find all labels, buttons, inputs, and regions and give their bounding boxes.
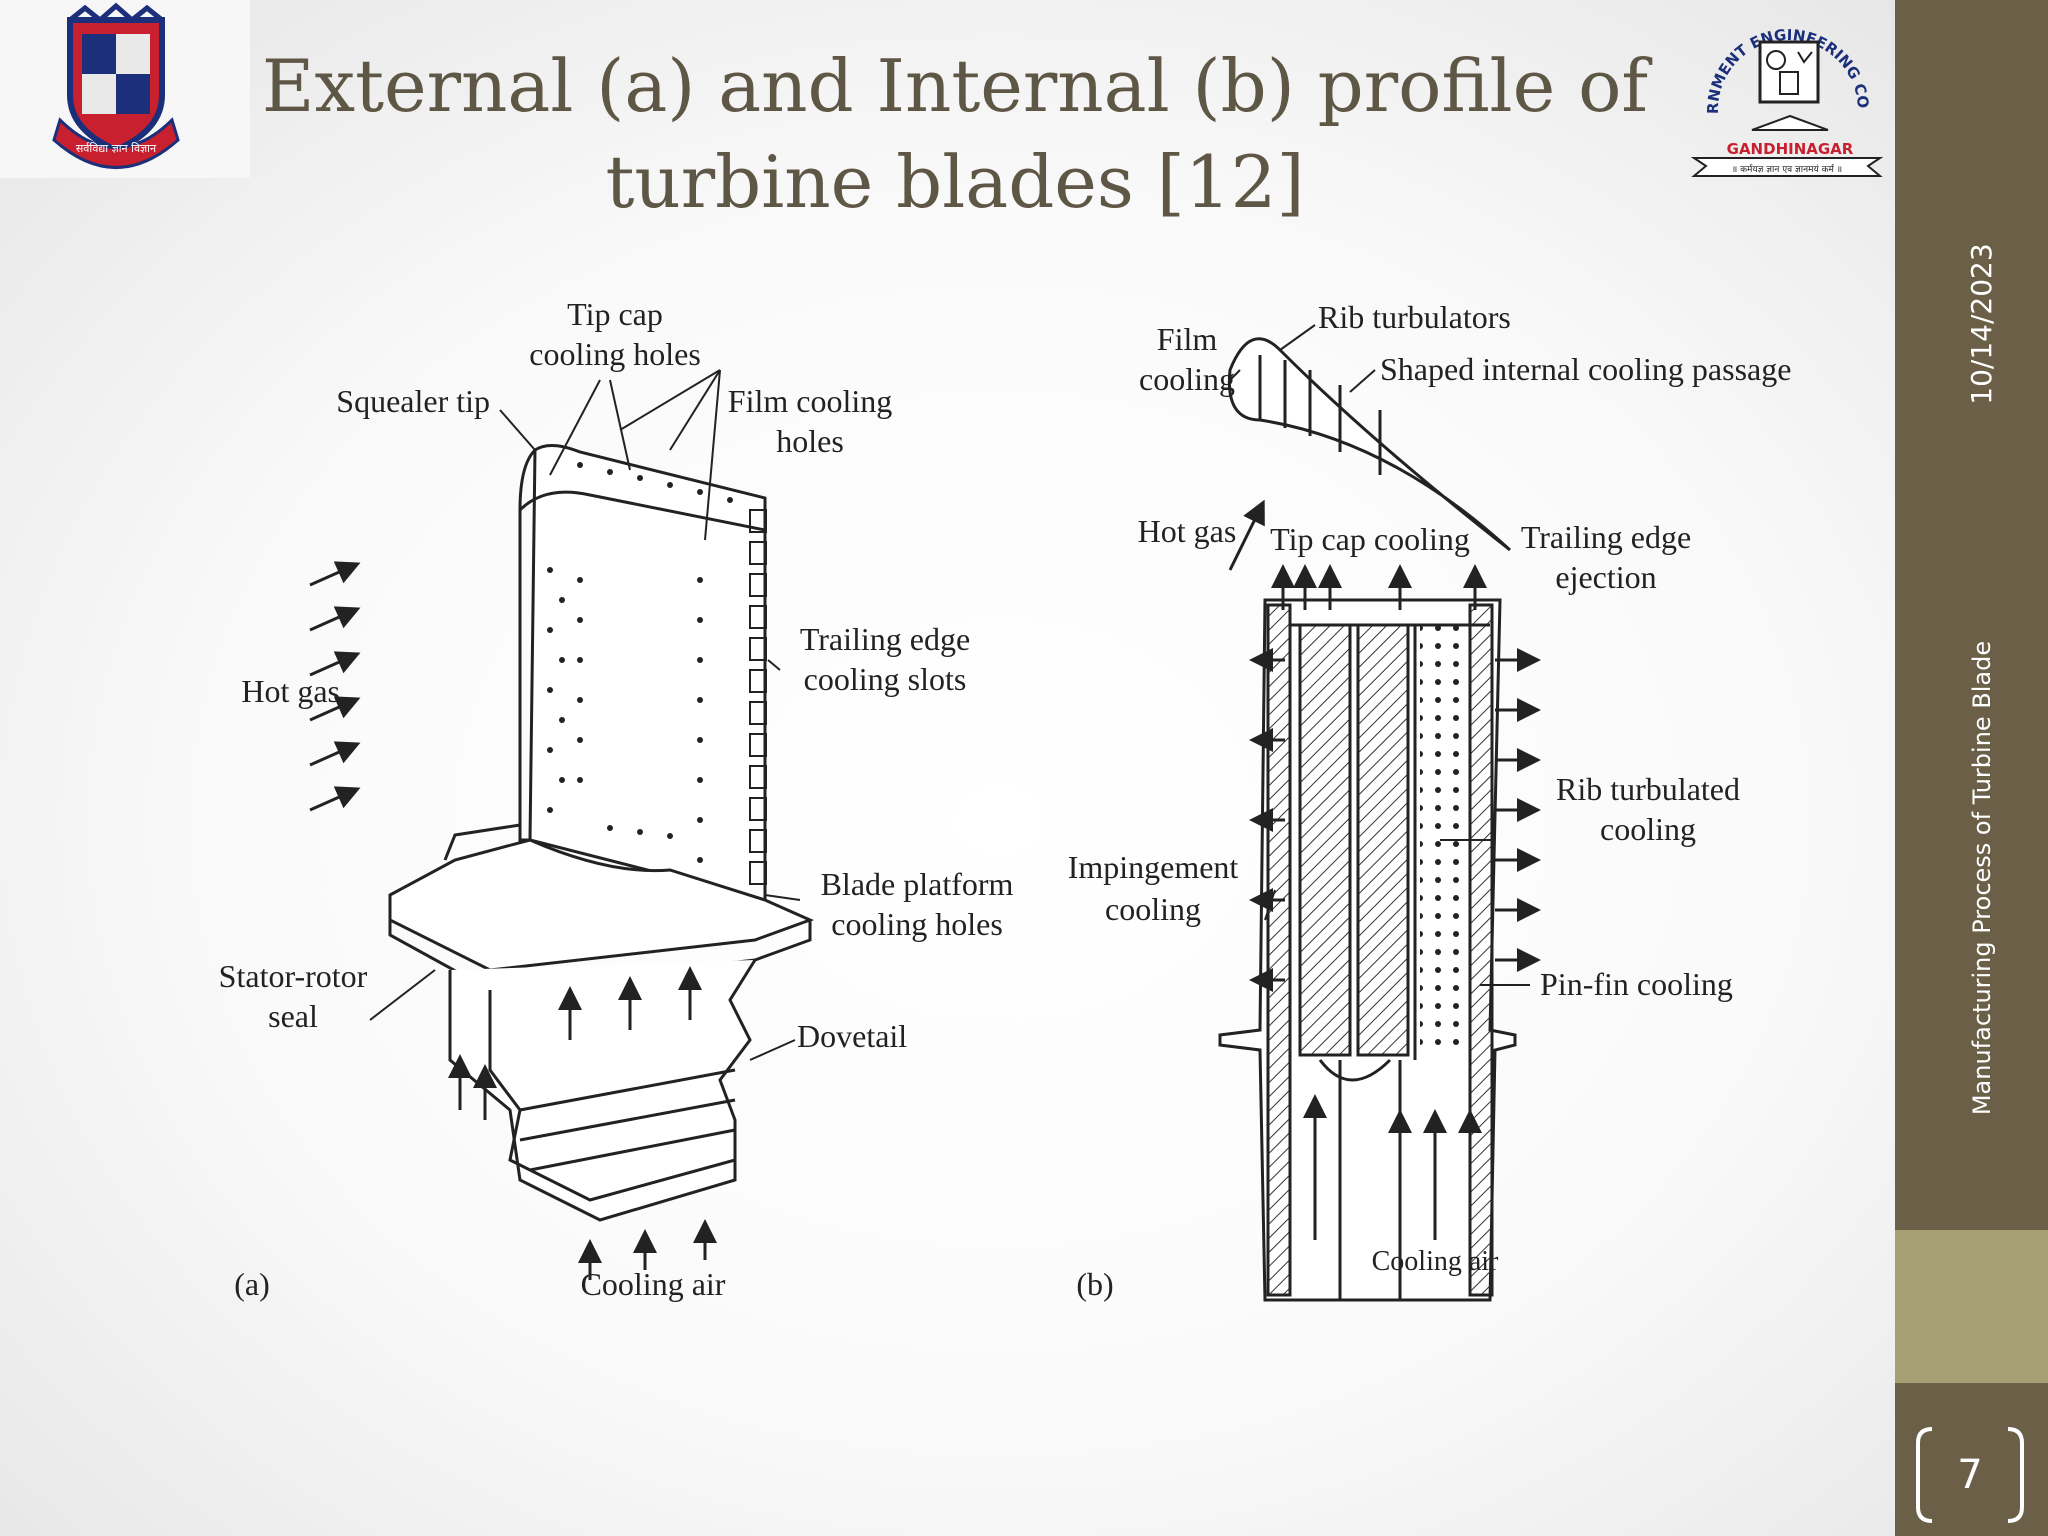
a-tip-cap-label-2: cooling holes	[529, 336, 701, 372]
b-film-cooling-label-1: Film	[1157, 321, 1218, 357]
a-film-cooling-label-2: holes	[776, 423, 844, 459]
b-figure-label: (b)	[1076, 1266, 1113, 1302]
b-rib-turbulated-label-1: Rib turbulated	[1556, 771, 1740, 807]
hot-gas-arrows	[309, 561, 361, 812]
b-cooling-air-label: Cooling air	[1372, 1246, 1499, 1277]
a-platform-label-1: Blade platform	[821, 866, 1014, 902]
b-film-cooling-label-2: cooling	[1139, 361, 1235, 397]
a-trailing-edge-label-2: cooling slots	[804, 661, 967, 697]
b-tip-cap-cooling-label: Tip cap cooling	[1270, 521, 1470, 557]
leader-lines-b	[1229, 324, 1530, 986]
slide-date: 10/14/2023	[1965, 243, 1998, 405]
b-trailing-edge-label-1: Trailing edge	[1521, 519, 1691, 555]
airfoil-cross-section	[1227, 337, 1512, 552]
b-hot-gas-label: Hot gas	[1138, 513, 1237, 549]
leader-lines-a	[369, 369, 801, 1061]
cooling-air-arrows-a	[448, 966, 717, 1280]
running-title: Manufacturing Process of Turbine Blade	[1968, 640, 1996, 1116]
college-logo-city: GANDHINAGAR	[1727, 140, 1854, 158]
a-tip-cap-label-1: Tip cap	[567, 296, 663, 332]
page-number-text: 7	[1957, 1452, 1983, 1498]
a-platform-label-2: cooling holes	[831, 906, 1003, 942]
blade-external-drawing	[388, 444, 815, 1222]
university-logo: सर्वविद्या ज्ञान विज्ञान	[0, 0, 250, 178]
b-rib-turbulators-label: Rib turbulators	[1318, 299, 1511, 335]
b-rib-turbulated-label-2: cooling	[1600, 811, 1696, 847]
a-cooling-air-label: Cooling air	[581, 1266, 726, 1302]
a-stator-rotor-label-2: seal	[268, 998, 318, 1034]
b-impingement-label-1: Impingement	[1068, 849, 1239, 885]
slide-title: External (a) and Internal (b) profile of…	[261, 44, 1649, 224]
a-squealer-tip-label: Squealer tip	[336, 383, 490, 419]
college-logo-motto: ॥ कर्मयज्ञ ज्ञान एव ज्ञानमयं कर्म ॥	[1732, 163, 1842, 175]
college-logo: GOVERNMENT ENGINEERING COLLEGE GANDHINAG…	[1674, 0, 1895, 180]
b-trailing-edge-label-2: ejection	[1555, 559, 1656, 595]
a-figure-label: (a)	[234, 1266, 270, 1302]
a-trailing-edge-label-1: Trailing edge	[800, 621, 970, 657]
a-hot-gas-label: Hot gas	[241, 673, 340, 709]
a-film-cooling-label-1: Film cooling	[728, 383, 892, 419]
b-shaped-passage-label: Shaped internal cooling passage	[1380, 351, 1791, 387]
a-stator-rotor-label-1: Stator-rotor	[219, 958, 368, 994]
page-number: 7	[1910, 1425, 2030, 1525]
turbine-blade-figure: Tip cap cooling holes Squealer tip Film …	[219, 296, 1792, 1302]
film-cooling-holes	[547, 462, 733, 863]
cooling-arrows-b	[1228, 499, 1541, 1240]
sidebar-accent-block	[1895, 1230, 2048, 1383]
left-logo-motto: सर्वविद्या ज्ञान विज्ञान	[76, 142, 157, 155]
b-impingement-label-2: cooling	[1105, 891, 1201, 927]
b-pin-fin-label: Pin-fin cooling	[1540, 966, 1733, 1002]
a-dovetail-label: Dovetail	[797, 1018, 907, 1054]
